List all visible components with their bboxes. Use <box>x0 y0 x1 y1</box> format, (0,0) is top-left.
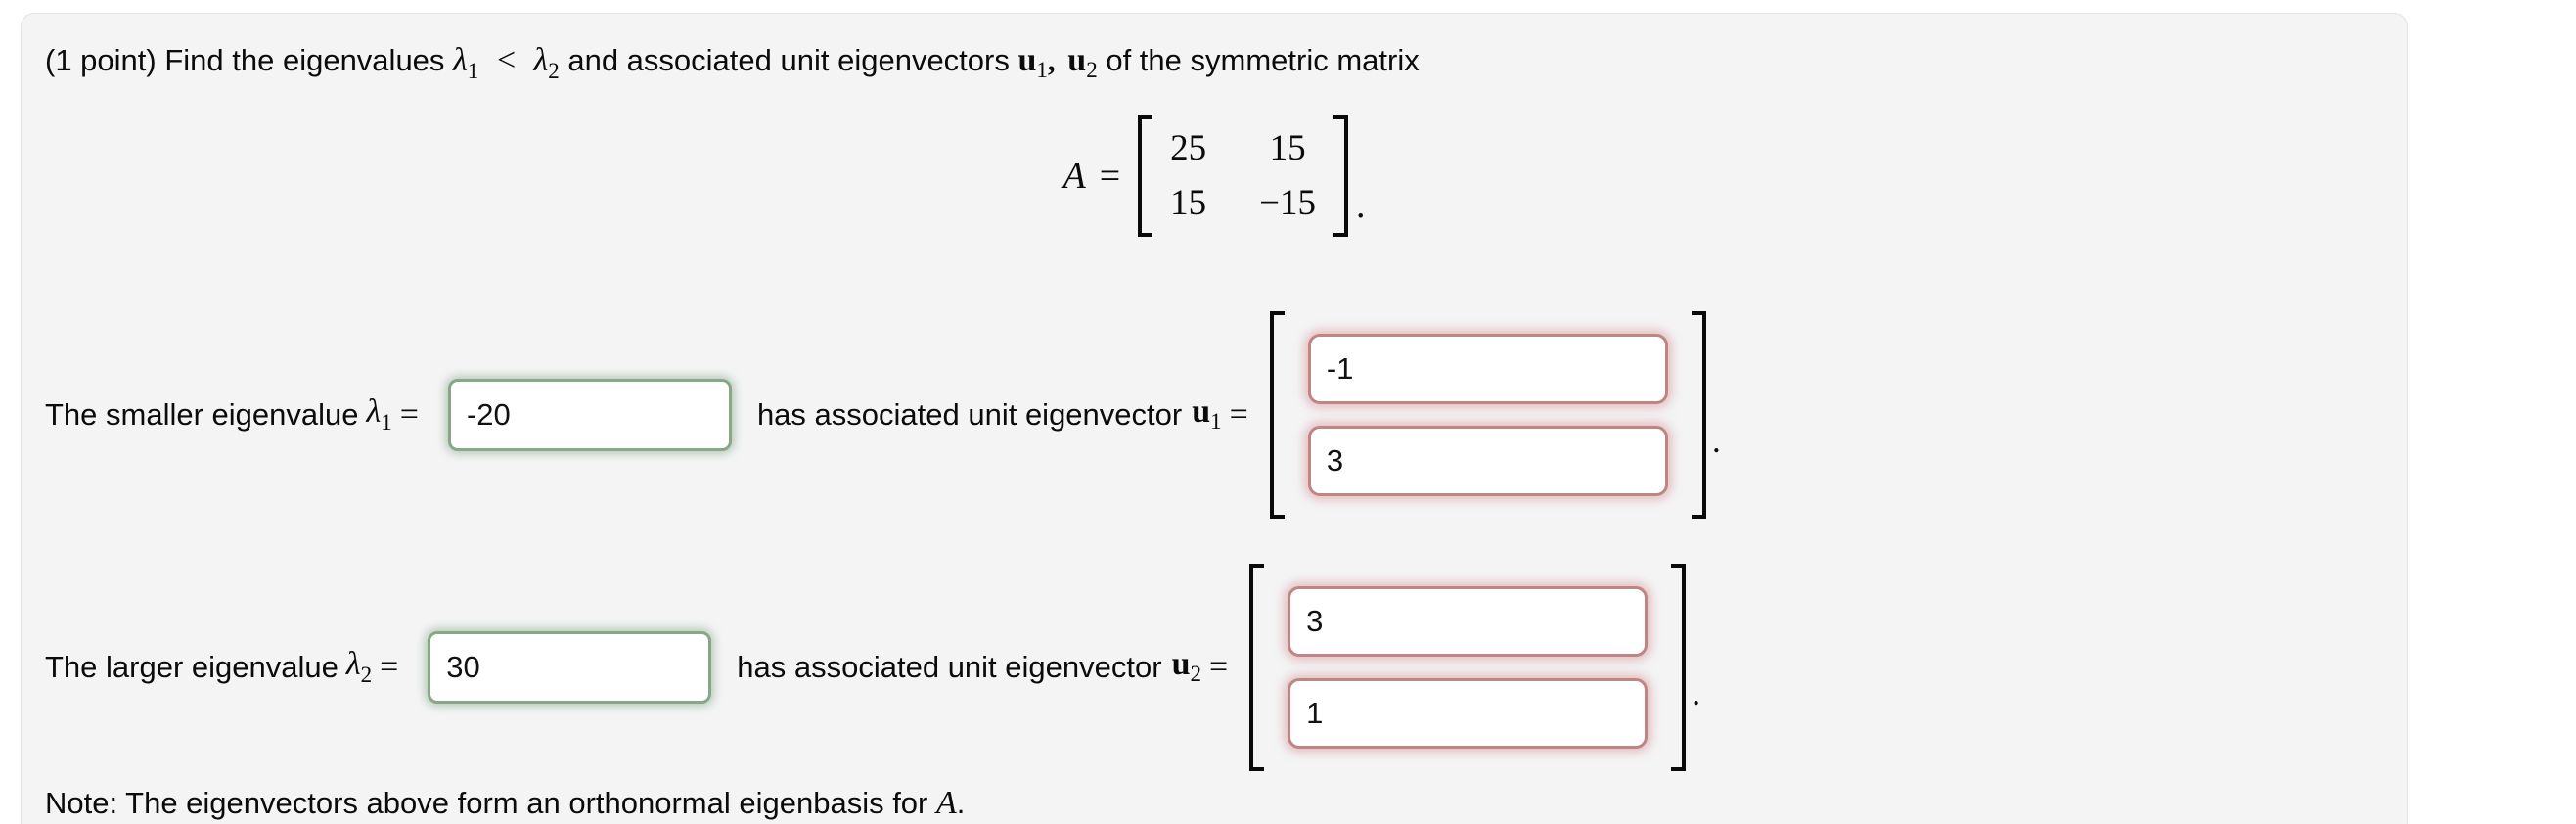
lambda1-symbol: λ1 <box>453 42 478 83</box>
row-text: has associated unit eigenvector <box>737 649 1162 684</box>
u1-vector <box>1269 310 1706 519</box>
intro-text-3: of the symmetric matrix <box>1106 43 1420 77</box>
subscript: 1 <box>381 409 392 435</box>
u-glyph: u <box>1192 393 1211 431</box>
matrix-entry: 25 <box>1170 127 1207 168</box>
matrix-right-bracket <box>1333 114 1349 237</box>
u-glyph: u <box>1171 646 1191 683</box>
period: . <box>1356 184 1366 226</box>
u2-vector <box>1249 563 1687 771</box>
equals-sign: = <box>1208 648 1229 685</box>
subscript: 1 <box>1036 58 1048 83</box>
period: . <box>1711 420 1721 460</box>
problem-statement: (1 point) Find the eigenvalues λ1 < λ2 a… <box>22 14 2407 86</box>
vector-left-bracket <box>1269 310 1285 519</box>
vector-right-bracket <box>1691 310 1706 519</box>
lambda2-symbol: λ2 <box>346 646 372 688</box>
smaller-eigenvalue-row: The smaller eigenvalue λ1 = has associat… <box>22 310 2407 519</box>
lambda1-symbol: λ1 <box>367 393 392 435</box>
equals-sign: = <box>1229 395 1248 433</box>
u2-symbol: u2 <box>1067 42 1097 82</box>
eigenvalue1-input[interactable] <box>447 378 732 451</box>
matrix-display: A = 25 15 15 −15 . <box>22 114 2407 237</box>
u1-component-1-input[interactable] <box>1307 333 1668 404</box>
lambda-glyph: λ <box>345 646 361 683</box>
u-glyph: u <box>1017 42 1037 78</box>
larger-eigenvalue-row: The larger eigenvalue λ2 = has associate… <box>22 563 2407 771</box>
subscript: 2 <box>1086 58 1098 83</box>
subscript: 2 <box>360 662 373 687</box>
matrix: A = 25 15 15 −15 . <box>1062 114 1366 237</box>
u-glyph: u <box>1067 42 1087 78</box>
matrix-left-bracket <box>1138 114 1153 237</box>
equals-sign: = <box>1099 155 1121 197</box>
matrix-name: A <box>1062 155 1086 197</box>
lambda-glyph: λ <box>453 42 468 78</box>
matrix-entries: 25 15 15 −15 <box>1162 115 1324 237</box>
intro-text: (1 point) Find the eigenvalues <box>45 43 445 77</box>
equals-sign: = <box>399 395 419 433</box>
problem-panel: (1 point) Find the eigenvalues λ1 < λ2 a… <box>21 13 2408 824</box>
equals-sign: = <box>380 648 399 685</box>
row-text: has associated unit eigenvector <box>756 396 1183 432</box>
note-line: Note: The eigenvectors above form an ort… <box>22 785 2407 822</box>
matrix-entry: −15 <box>1259 182 1317 223</box>
subscript: 2 <box>1190 662 1201 687</box>
vector-components <box>1288 564 1649 771</box>
note-text: Note: The eigenvectors above form an ort… <box>45 785 928 820</box>
vector-components <box>1307 311 1668 519</box>
matrix-entry: 15 <box>1269 127 1306 168</box>
lambda2-symbol: λ2 <box>533 42 559 83</box>
lambda-glyph: λ <box>366 393 382 431</box>
comma: , <box>1047 43 1056 77</box>
lambda-glyph: λ <box>533 42 549 78</box>
u2-component-1-input[interactable] <box>1288 585 1649 657</box>
vector-left-bracket <box>1249 563 1265 771</box>
u2-component-2-input[interactable] <box>1288 677 1649 749</box>
row-label: The larger eigenvalue <box>45 649 339 684</box>
eigenvalue2-input[interactable] <box>428 630 712 704</box>
subscript: 1 <box>1210 409 1222 435</box>
vector-right-bracket <box>1671 563 1687 771</box>
period: . <box>1692 672 1701 712</box>
subscript: 1 <box>467 58 479 83</box>
matrix-entry: 15 <box>1170 182 1207 223</box>
u1-symbol: u1 <box>1017 42 1047 82</box>
subscript: 2 <box>548 58 560 83</box>
u1-component-2-input[interactable] <box>1307 425 1668 496</box>
intro-text-2: and associated unit eigenvectors <box>567 43 1010 77</box>
u1-symbol: u1 <box>1192 393 1221 435</box>
matrix-name: A <box>936 784 957 821</box>
less-than-symbol: < <box>494 42 518 78</box>
period: . <box>956 785 966 820</box>
u2-symbol: u2 <box>1172 646 1201 687</box>
row-label: The smaller eigenvalue <box>45 396 359 432</box>
